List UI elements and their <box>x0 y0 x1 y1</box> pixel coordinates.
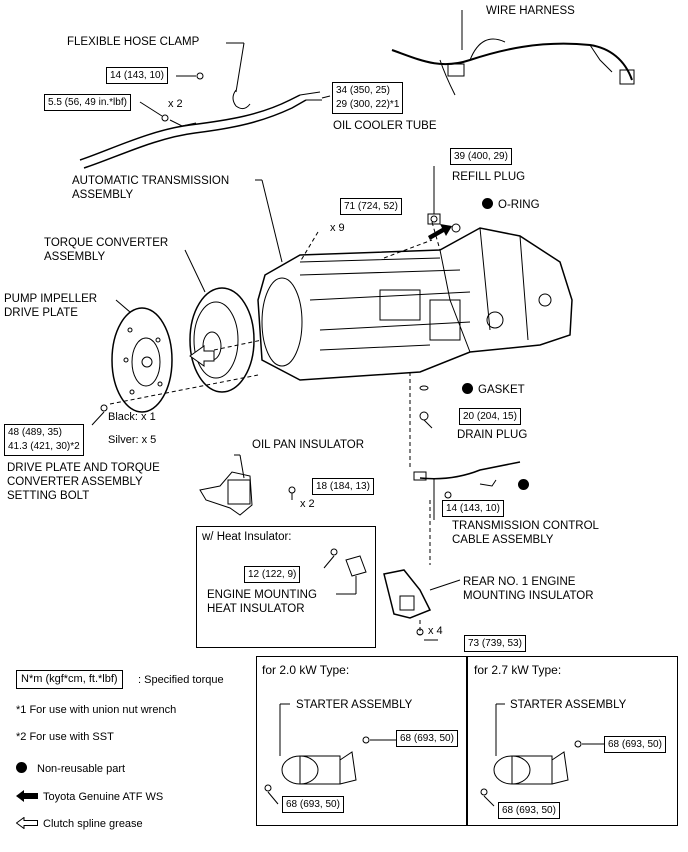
refill-plug-label: REFILL PLUG <box>452 171 526 183</box>
rear-mounting-insulator-label: REAR NO. 1 ENGINE MOUNTING INSULATOR <box>463 576 594 602</box>
torque-drive-plate-b: 41.3 (421, 30)*2 <box>8 441 80 452</box>
torque-mounting-insulator: 73 (739, 53) <box>464 635 526 652</box>
gasket-label: GASKET <box>462 383 525 397</box>
torque-cable-bolt: 14 (143, 10) <box>442 500 504 517</box>
non-reusable-dot-icon <box>462 383 473 394</box>
torque-drive-plate-a: 48 (489, 35) <box>8 427 62 438</box>
unit-desc: : Specified torque <box>138 674 224 686</box>
starter-20-drawing <box>264 703 398 805</box>
heat-insulator-panel <box>196 526 376 648</box>
legend-atf: Toyota Genuine ATF WS <box>16 790 163 804</box>
legend-grease: Clutch spline grease <box>15 816 143 831</box>
control-cable-label: TRANSMISSION CONTROL CABLE ASSEMBLY <box>452 520 599 546</box>
transmission-drawing <box>255 179 573 381</box>
torque-drain-plug: 20 (204, 15) <box>459 408 521 425</box>
heat-insulator-drawing <box>323 548 367 595</box>
non-reusable-dot-icon <box>482 198 493 209</box>
starter-27-drawing <box>480 703 604 807</box>
starter-20-panel <box>256 656 468 826</box>
note-2: *2 For use with SST <box>16 731 114 743</box>
grease-arrow-icon <box>15 816 38 830</box>
heat-insulator-header: w/ Heat Insulator: <box>202 531 292 543</box>
mounting-insulator-drawing <box>383 569 461 641</box>
oil-pan-qty: x 2 <box>300 498 315 510</box>
oil-cooler-tube-drawing <box>79 91 331 169</box>
torque-refill-plug: 39 (400, 29) <box>450 148 512 165</box>
note-1: *1 For use with union nut wrench <box>16 704 177 716</box>
engine-mounting-heat-insulator-label: ENGINE MOUNTING HEAT INSULATOR <box>207 589 317 615</box>
torque-oil-cooler-small: 5.5 (56, 49 in.*lbf) <box>44 94 131 111</box>
starter-27-panel <box>466 656 678 826</box>
non-reusable-dot-icon <box>16 762 27 773</box>
torque-converter-label: TORQUE CONVERTER ASSEMBLY <box>44 237 169 263</box>
torque-starter-20-upper: 68 (693, 50) <box>396 730 458 747</box>
wire-harness-label: WIRE HARNESS <box>486 5 575 17</box>
gasket-text: GASKET <box>478 384 525 396</box>
o-ring-label: O-RING <box>482 198 540 212</box>
oil-cooler-qty: x 2 <box>168 98 183 110</box>
drain-plug-label: DRAIN PLUG <box>457 429 528 441</box>
oil-cooler-tube-label: OIL COOLER TUBE <box>333 120 437 132</box>
torque-drive-plate: 48 (489, 35) 41.3 (421, 30)*2 <box>4 424 84 456</box>
torque-oil-pan-insulator: 18 (184, 13) <box>312 478 374 495</box>
torque-starter-27-upper: 68 (693, 50) <box>604 736 666 753</box>
oil-pan-insulator-label: OIL PAN INSULATOR <box>252 439 365 451</box>
grease-arrow <box>189 345 215 367</box>
oil-pan-insulator-drawing <box>199 454 296 516</box>
cable-non-reusable <box>518 479 534 493</box>
control-cable-drawing <box>413 461 521 520</box>
type-20-label: for 2.0 kW Type: <box>262 663 350 677</box>
non-reusable-dot-icon <box>518 479 529 490</box>
refill-plug-drawing <box>427 166 461 233</box>
hose-clamp-drawing <box>176 42 251 110</box>
unit-box: N*m (kgf*cm, ft.*lbf) <box>16 670 123 689</box>
mount-qty: x 4 <box>428 625 443 637</box>
wire-harness-drawing <box>391 10 635 96</box>
at-bolts-qty: x 9 <box>330 222 345 234</box>
torque-hose-clamp: 14 (143, 10) <box>106 67 168 84</box>
legend-non-reusable-text: Non-reusable part <box>37 763 126 775</box>
torque-starter-20-lower: 68 (693, 50) <box>282 796 344 813</box>
o-ring-text: O-RING <box>498 199 540 211</box>
pump-impeller-label: PUMP IMPELLER DRIVE PLATE <box>4 293 98 319</box>
torque-at-bolts: 71 (724, 52) <box>340 198 402 215</box>
drive-plate-bolt-label: DRIVE PLATE AND TORQUE CONVERTER ASSEMBL… <box>7 462 160 502</box>
legend-atf-text: Toyota Genuine ATF WS <box>43 791 164 803</box>
torque-converter-drawing <box>184 249 255 393</box>
drive-plate-drawing <box>91 299 173 426</box>
silver-qty: Silver: x 5 <box>108 434 157 446</box>
at-assembly-label: AUTOMATIC TRANSMISSION ASSEMBLY <box>72 175 230 201</box>
torque-heat-insulator: 12 (122, 9) <box>244 566 301 583</box>
torque-oil-cooler-a: 34 (350, 25) <box>336 85 390 96</box>
legend-non-reusable: Non-reusable part <box>16 762 125 776</box>
atf-arrow-icon <box>16 790 38 802</box>
torque-oil-cooler-tube: 34 (350, 25) 29 (300, 22)*1 <box>332 82 404 114</box>
black-qty: Black: x 1 <box>108 411 156 423</box>
o-ring-arrow <box>428 224 452 240</box>
torque-starter-27-lower: 68 (693, 50) <box>498 802 560 819</box>
starter-20-label: STARTER ASSEMBLY <box>296 699 413 711</box>
legend-grease-text: Clutch spline grease <box>43 818 143 830</box>
flexible-hose-clamp-label: FLEXIBLE HOSE CLAMP <box>67 36 200 48</box>
starter-27-label: STARTER ASSEMBLY <box>510 699 627 711</box>
drain-plug-drawing <box>419 385 433 429</box>
type-27-label: for 2.7 kW Type: <box>474 663 562 677</box>
torque-oil-cooler-b: 29 (300, 22)*1 <box>336 99 400 110</box>
